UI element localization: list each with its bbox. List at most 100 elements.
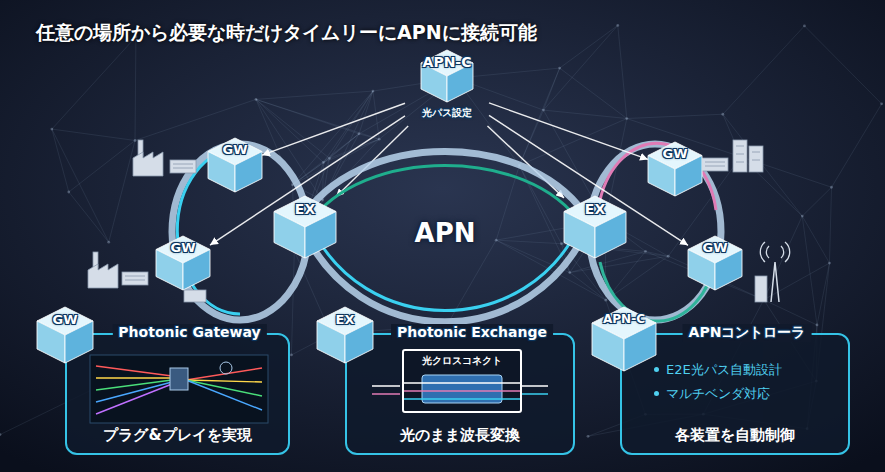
texture-line	[804, 26, 881, 104]
ring-arc	[300, 152, 590, 223]
texture-line	[135, 37, 137, 141]
device-label: GW	[688, 240, 742, 255]
texture-line	[802, 187, 831, 216]
texture-line	[52, 129, 69, 192]
texture-dot	[816, 324, 819, 327]
texture-dot	[721, 113, 724, 116]
texture-line	[519, 68, 559, 165]
ring-arc	[309, 166, 581, 225]
texture-line	[256, 99, 359, 133]
texture-line	[802, 216, 829, 263]
texture-line	[618, 25, 627, 118]
info-panel: Photonic Exchange光のまま波長変換EX光クロスコネクト	[345, 333, 575, 455]
device-label: EX	[564, 201, 626, 217]
texture-dot	[378, 138, 381, 141]
network-texture	[0, 24, 883, 438]
device-label: GW	[156, 240, 210, 255]
device-cube: EX	[274, 196, 336, 258]
bullet-text: マルチベンダ対応	[666, 385, 770, 403]
texture-dot	[134, 139, 137, 142]
texture-line	[829, 187, 831, 263]
bullet-text: E2E光パス自動設計	[666, 361, 782, 379]
control-link	[487, 126, 564, 198]
device-label: EX	[317, 312, 373, 327]
device-cube: GW	[156, 236, 210, 290]
network-ring: APN	[295, 140, 595, 330]
device-label: EX	[274, 201, 336, 217]
page-title: 任意の場所から必要な時だけタイムリーにAPNに接続可能	[36, 20, 537, 46]
device-label: GW	[208, 142, 262, 157]
server-icon	[184, 290, 206, 302]
cube-face	[688, 250, 715, 291]
device-cube: GW	[37, 307, 93, 363]
texture-line	[560, 25, 618, 68]
device-cube: APN-C 光パス設定	[405, 50, 489, 126]
texture-dot	[495, 239, 498, 242]
texture-line	[817, 263, 829, 325]
fiber-ring	[172, 143, 721, 321]
device-cube: GW	[208, 138, 262, 192]
cube-face	[183, 250, 210, 291]
factory-icon	[88, 264, 118, 288]
texture-line	[52, 129, 109, 242]
fiber-line	[404, 398, 520, 399]
texture-line	[69, 192, 109, 242]
device-cube: EX	[564, 196, 626, 258]
cube-face	[564, 212, 595, 259]
texture-dot	[587, 435, 590, 438]
antenna-icon	[771, 262, 779, 302]
texture-dot	[803, 25, 806, 28]
texture-dot	[616, 24, 619, 27]
info-panel: Photonic Gatewayプラグ&プレイを実現GW	[65, 333, 290, 455]
texture-dot	[880, 102, 883, 105]
icon-details	[125, 146, 760, 280]
texture-dot	[801, 215, 804, 218]
base-station-icon	[755, 276, 767, 302]
texture-dot	[50, 128, 53, 131]
texture-dot	[604, 299, 607, 302]
texture-dot	[107, 241, 110, 244]
texture-line	[543, 25, 617, 110]
cube-face	[345, 321, 373, 363]
device-name: 光クロスコネクト	[419, 354, 505, 368]
radio-waves	[760, 242, 789, 262]
texture-dot	[372, 90, 375, 93]
texture-dot	[568, 271, 571, 274]
cube-face	[624, 323, 656, 371]
texture-line	[560, 68, 627, 118]
building-icon	[733, 140, 747, 172]
texture-line	[109, 140, 135, 242]
device-cube: GW	[648, 142, 702, 196]
panel-title: Photonic Gateway	[112, 324, 266, 340]
cube-face	[675, 156, 702, 197]
device-label: APN-C	[592, 312, 656, 326]
texture-line	[496, 240, 561, 244]
cube-face	[208, 152, 235, 193]
device-label: APN-C	[405, 54, 489, 70]
panel-headline: 各装置を自動制御	[622, 426, 848, 445]
cube-face	[595, 212, 626, 259]
texture-dot	[290, 354, 293, 357]
network-name: APN	[295, 218, 595, 248]
factory-icon	[133, 152, 163, 176]
texture-dot	[625, 117, 628, 120]
lens-symbol	[220, 362, 232, 374]
texture-line	[723, 26, 805, 114]
server-icon	[702, 158, 728, 171]
fiber-line	[404, 382, 520, 383]
texture-line	[627, 114, 723, 118]
panel-headline: プラグ&プレイを実現	[67, 426, 288, 445]
texture-dot	[255, 98, 258, 101]
texture-line	[764, 216, 802, 300]
photonic-gateway-image	[90, 355, 268, 423]
cube-face	[274, 212, 305, 259]
texture-line	[69, 140, 135, 192]
site-icons	[88, 140, 790, 302]
texture-line	[606, 256, 668, 300]
device-cube: GW	[688, 236, 742, 290]
device-label: GW	[648, 146, 702, 161]
device-caption: 光パス設定	[405, 106, 489, 120]
